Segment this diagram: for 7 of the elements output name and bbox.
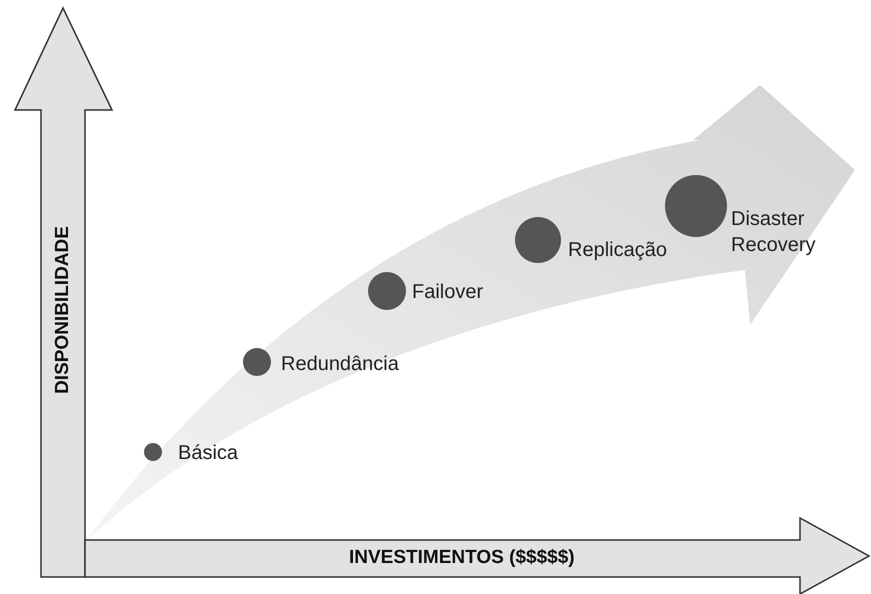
stage-label: Redundância (281, 352, 399, 376)
axis-label: DISPONIBILIDADE (50, 226, 74, 394)
stage-label: Básica (178, 441, 238, 465)
stage-label: Disaster Recovery (731, 207, 816, 258)
stage-label: Failover (412, 280, 484, 304)
stage-label: Replicação (568, 238, 667, 262)
axis-label: INVESTIMENTOS ($$$$$) (349, 546, 575, 570)
